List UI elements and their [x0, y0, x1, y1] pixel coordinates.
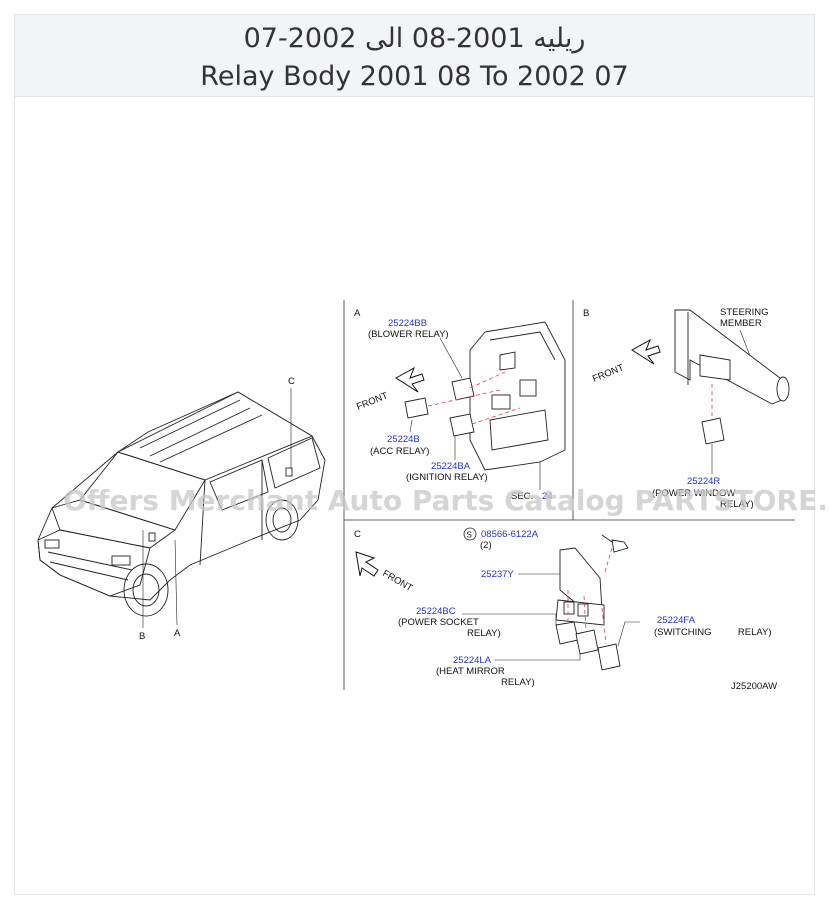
part-name-heat-mirror-1: (HEAT MIRROR [436, 666, 505, 677]
part-number-25224ba[interactable]: 25224BA [431, 461, 471, 472]
part-number-08566-6122a[interactable]: 08566-6122A [481, 529, 539, 540]
part-name-power-socket-1: (POWER SOCKET [398, 617, 479, 628]
callout-c: C [288, 376, 295, 387]
callout-b: B [139, 631, 145, 642]
part-name-power-socket-2: RELAY) [467, 628, 501, 639]
section-label: SEC. [511, 491, 533, 502]
panel-c-leaders [462, 573, 640, 661]
steering-label-1: STEERING [720, 307, 769, 318]
steering-member-drawing [674, 309, 790, 445]
panel-c: C FRONT S 08566-6122A (2) [354, 527, 777, 692]
panel-dividers [343, 300, 795, 690]
relay-box-drawing [404, 321, 566, 471]
vehicle-drawing [37, 388, 326, 628]
part-name-power-window-2: RELAY) [720, 499, 754, 510]
part-number-25224b[interactable]: 25224B [387, 434, 420, 445]
panel-b-front: FRONT [591, 362, 626, 385]
title-arabic: ريليه 2001-08 الى 2002-07 [243, 23, 586, 54]
panel-b: B FRONT STEERING MEMBER 25224R (POWER WI… [583, 307, 790, 510]
bracket-drawing [555, 534, 629, 671]
screw-symbol-icon [463, 527, 477, 541]
watermark: Offers Merchant Auto Parts Catalog PARTS… [63, 484, 830, 517]
panel-a: A FRONT 25224BB (BL [354, 308, 566, 502]
header: ريليه 2001-08 الى 2002-07 Relay Body 200… [15, 15, 814, 97]
panel-a-front: FRONT [355, 390, 390, 413]
section-number[interactable]: 24 [542, 491, 553, 502]
part-name-blower: (BLOWER RELAY) [368, 329, 449, 340]
part-number-25237y[interactable]: 25237Y [481, 569, 514, 580]
front-arrow-icon [355, 551, 379, 577]
panel-b-leaders [711, 329, 751, 474]
panel-c-letter: C [354, 529, 361, 540]
part-name-acc: (ACC RELAY) [370, 446, 429, 457]
panel-a-guides [427, 371, 521, 425]
diagram-code: J25200AW [731, 681, 777, 692]
part-number-25224r[interactable]: 25224R [687, 476, 720, 487]
panel-b-letter: B [583, 308, 589, 319]
part-number-25224fa[interactable]: 25224FA [657, 615, 696, 626]
front-arrow-icon [395, 366, 425, 393]
screw-quantity: (2) [480, 540, 492, 551]
panel-c-guides [567, 547, 613, 645]
part-number-25224bb[interactable]: 25224BB [388, 318, 427, 329]
panel-a-leaders [409, 337, 541, 490]
screw-symbol: S [467, 531, 472, 540]
part-name-power-window-1: (POWER WINDOW [652, 488, 735, 499]
callout-a: A [174, 628, 181, 639]
part-name-heat-mirror-2: RELAY) [501, 677, 535, 688]
panel-c-front: FRONT [381, 568, 415, 594]
part-name-switching: (SWITCHING RELAY) [654, 627, 772, 638]
part-number-25224bc[interactable]: 25224BC [416, 606, 456, 617]
title-english: Relay Body 2001 08 To 2002 07 [200, 61, 629, 92]
part-number-25224la[interactable]: 25224LA [453, 655, 492, 666]
panel-a-letter: A [354, 308, 361, 319]
front-arrow-icon [631, 338, 661, 365]
steering-label-2: MEMBER [720, 318, 762, 329]
part-name-ignition: (IGNITION RELAY) [406, 472, 488, 483]
